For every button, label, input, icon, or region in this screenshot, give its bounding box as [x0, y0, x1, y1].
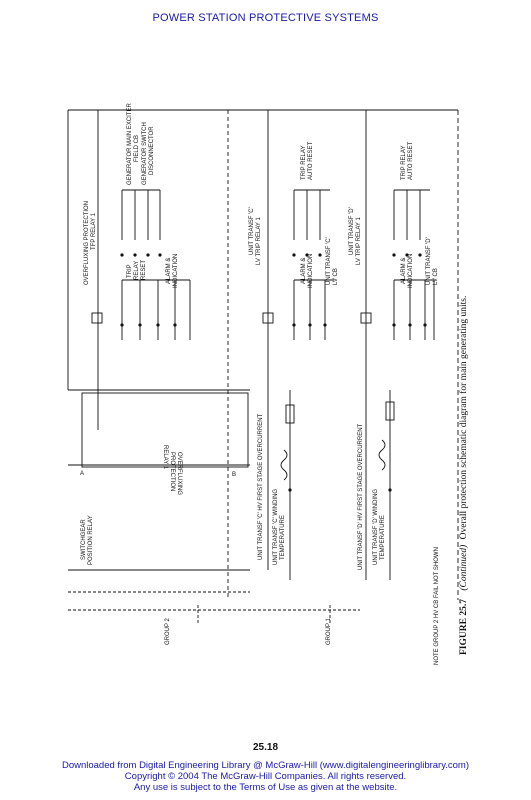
c-auto-reset-label: AUTO RESET — [308, 141, 314, 180]
overfluxing-box-line-3: RELAY 1 — [162, 445, 168, 470]
d-winding-label: UNIT TRANSF 'D' WINDING — [373, 489, 379, 565]
indication-label: INDICATION — [173, 254, 179, 288]
field-cb-label: FIELD CB — [134, 135, 140, 162]
terminal-b-label: B — [232, 472, 236, 478]
footer-line-2: Copyright © 2004 The McGraw-Hill Compani… — [124, 771, 407, 782]
overfluxing-box-line-2: PROTECTION — [169, 452, 175, 491]
footer: Downloaded from Digital Engineering Libr… — [0, 760, 531, 793]
d-first-stage-label: UNIT TRANSF 'D' HV FIRST STAGE OVERCURRE… — [358, 423, 364, 570]
generator-main-exciter-label: GENERATOR MAIN EXCITER — [127, 103, 133, 185]
d-unit-transf-lv-cb-label: UNIT TRANSF 'D' — [426, 237, 432, 285]
footer-line-3: Any use is subject to the Terms of Use a… — [133, 782, 398, 793]
protection-schematic: OVERFLUXING PROTECTION TFP RELAY 1 GENER… — [67, 103, 469, 665]
switchgear-label: SWITCHGEAR — [81, 519, 87, 560]
disconnector-label: DISCONNECTOR — [149, 126, 155, 175]
c-alarm-and-label: ALARM & — [301, 258, 307, 284]
overfluxing-protection-label: OVERFLUXING PROTECTION — [84, 201, 90, 285]
running-header: POWER STATION PROTECTIVE SYSTEMS — [152, 12, 379, 24]
tfp-relay-label: TFP RELAY 1 — [91, 212, 97, 250]
position-relay-label: POSITION RELAY — [88, 515, 94, 565]
group-1-label: GROUP 1 — [326, 617, 332, 645]
d-lv-cb-label: LV CB — [433, 268, 439, 285]
c-winding-label: UNIT TRANSF 'C' WINDING — [273, 489, 279, 565]
d-alarm-and-label: ALARM & — [401, 258, 407, 284]
c-trip-relay-auto-reset-label: TRIP RELAY — [301, 146, 307, 180]
c-first-stage-label: UNIT TRANSF 'C' HV FIRST STAGE OVERCURRE… — [258, 413, 264, 560]
terminal-a-label: A — [80, 471, 84, 477]
figure-number: FIGURE 25.7 — [459, 599, 469, 655]
generator-switch-label: GENERATOR SWITCH — [142, 122, 148, 185]
d-auto-reset-label: AUTO RESET — [408, 141, 414, 180]
d-lv-trip-relay-label: LV TRIP RELAY 1 — [356, 217, 362, 265]
d-temperature-label: TEMPERATURE — [380, 515, 386, 560]
unit-transf-d-label: UNIT TRANSF 'D' — [349, 207, 355, 255]
overfluxing-box-line-1: OVERFLUXING — [176, 452, 182, 495]
footer-line-1[interactable]: Downloaded from Digital Engineering Libr… — [61, 760, 470, 771]
c-lv-trip-relay-label: LV TRIP RELAY 1 — [256, 217, 262, 265]
d-trip-relay-auto-reset-label: TRIP RELAY — [401, 146, 407, 180]
alarm-and-label: ALARM & — [166, 258, 172, 284]
c-lv-cb-label: LV CB — [333, 268, 339, 285]
relay-label: RELAY — [134, 261, 140, 280]
c-indication-label: INDICATION — [308, 254, 314, 288]
unit-transf-c-label: UNIT TRANSF 'C' — [249, 207, 255, 255]
figure-continued: (Continued) — [458, 545, 469, 591]
group-2-label: GROUP 2 — [165, 617, 171, 645]
trip-label: TRIP — [127, 264, 133, 278]
figure-caption-text: Overall protection schematic diagram for… — [458, 296, 469, 540]
page-number: 25.18 — [252, 742, 279, 753]
d-indication-label: INDICATION — [408, 254, 414, 288]
reset-label: RESET — [141, 260, 147, 280]
note-label: NOTE GROUP 2 HV CB FAIL NOT SHOWN — [434, 547, 440, 665]
figure-caption: FIGURE 25.7 (Continued) Overall protecti… — [458, 296, 469, 655]
c-unit-transf-lv-cb-label: UNIT TRANSF 'C' — [326, 237, 332, 285]
c-temperature-label: TEMPERATURE — [280, 515, 286, 560]
